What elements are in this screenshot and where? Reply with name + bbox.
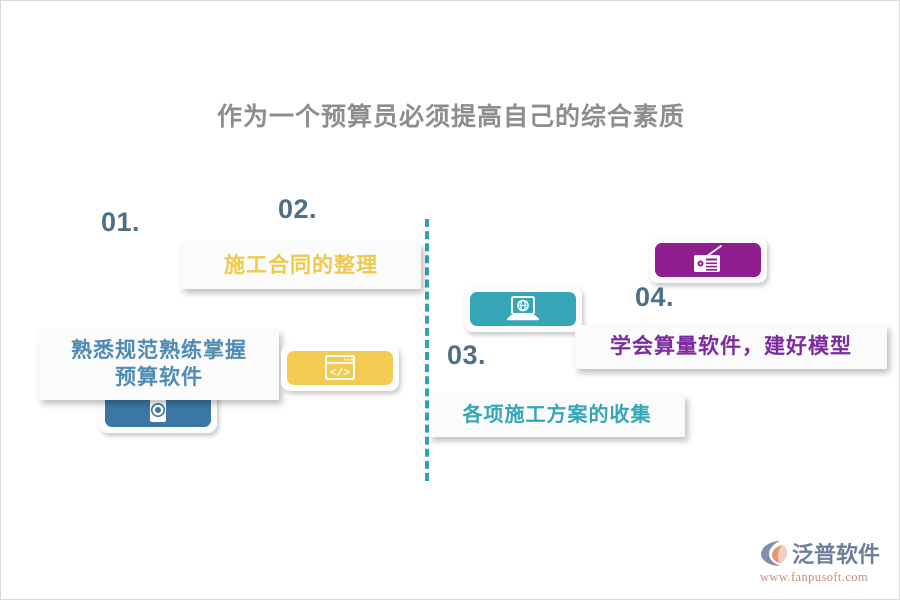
step-card-03[interactable]: 各项施工方案的收集 [429,395,685,437]
step-card-01-text: 熟悉规范熟练掌握 预算软件 [71,338,247,392]
step-card-02[interactable]: 施工合同的整理 [181,243,421,289]
logo-wordmark: 泛普软件 [792,542,881,567]
step-card-01[interactable]: 熟悉规范熟练掌握 预算软件 [39,330,279,400]
step-number-02: 02. [278,194,318,224]
svg-text:</>: </> [330,368,350,380]
fanpu-logo-mark-icon [761,541,787,566]
icon-tile-02[interactable]: </> [281,345,399,391]
webcam-icon [150,398,166,422]
code-window-icon: </> [325,355,355,380]
icon-tile-02-inner: </> [287,351,393,385]
icon-tile-04-inner [655,243,761,277]
step-card-04-text: 学会算量软件，建好模型 [610,334,852,358]
brand-logo[interactable]: 泛普软件 www.fanpusoft.com [758,537,896,589]
step-number-04: 04. [635,282,675,312]
step-card-01-line1: 熟悉规范熟练掌握 [71,339,247,363]
step-number-03: 03. [447,340,487,370]
icon-tile-04[interactable] [649,237,767,283]
vertical-dashed-divider [425,219,429,481]
logo-url: www.fanpusoft.com [760,570,869,584]
radio-icon [694,245,722,272]
step-card-02-text: 施工合同的整理 [224,253,378,277]
step-card-03-text: 各项施工方案的收集 [462,404,652,427]
step-card-01-line2: 预算软件 [115,366,203,389]
laptop-globe-icon [507,296,539,321]
icon-tile-03[interactable] [464,286,582,332]
step-card-04[interactable]: 学会算量软件，建好模型 [575,325,887,369]
page-title: 作为一个预算员必须提高自己的综合素质 [216,103,685,131]
logo-row: 泛普软件 [758,537,896,569]
icon-tile-03-inner [470,292,576,326]
step-number-01: 01. [101,207,141,237]
